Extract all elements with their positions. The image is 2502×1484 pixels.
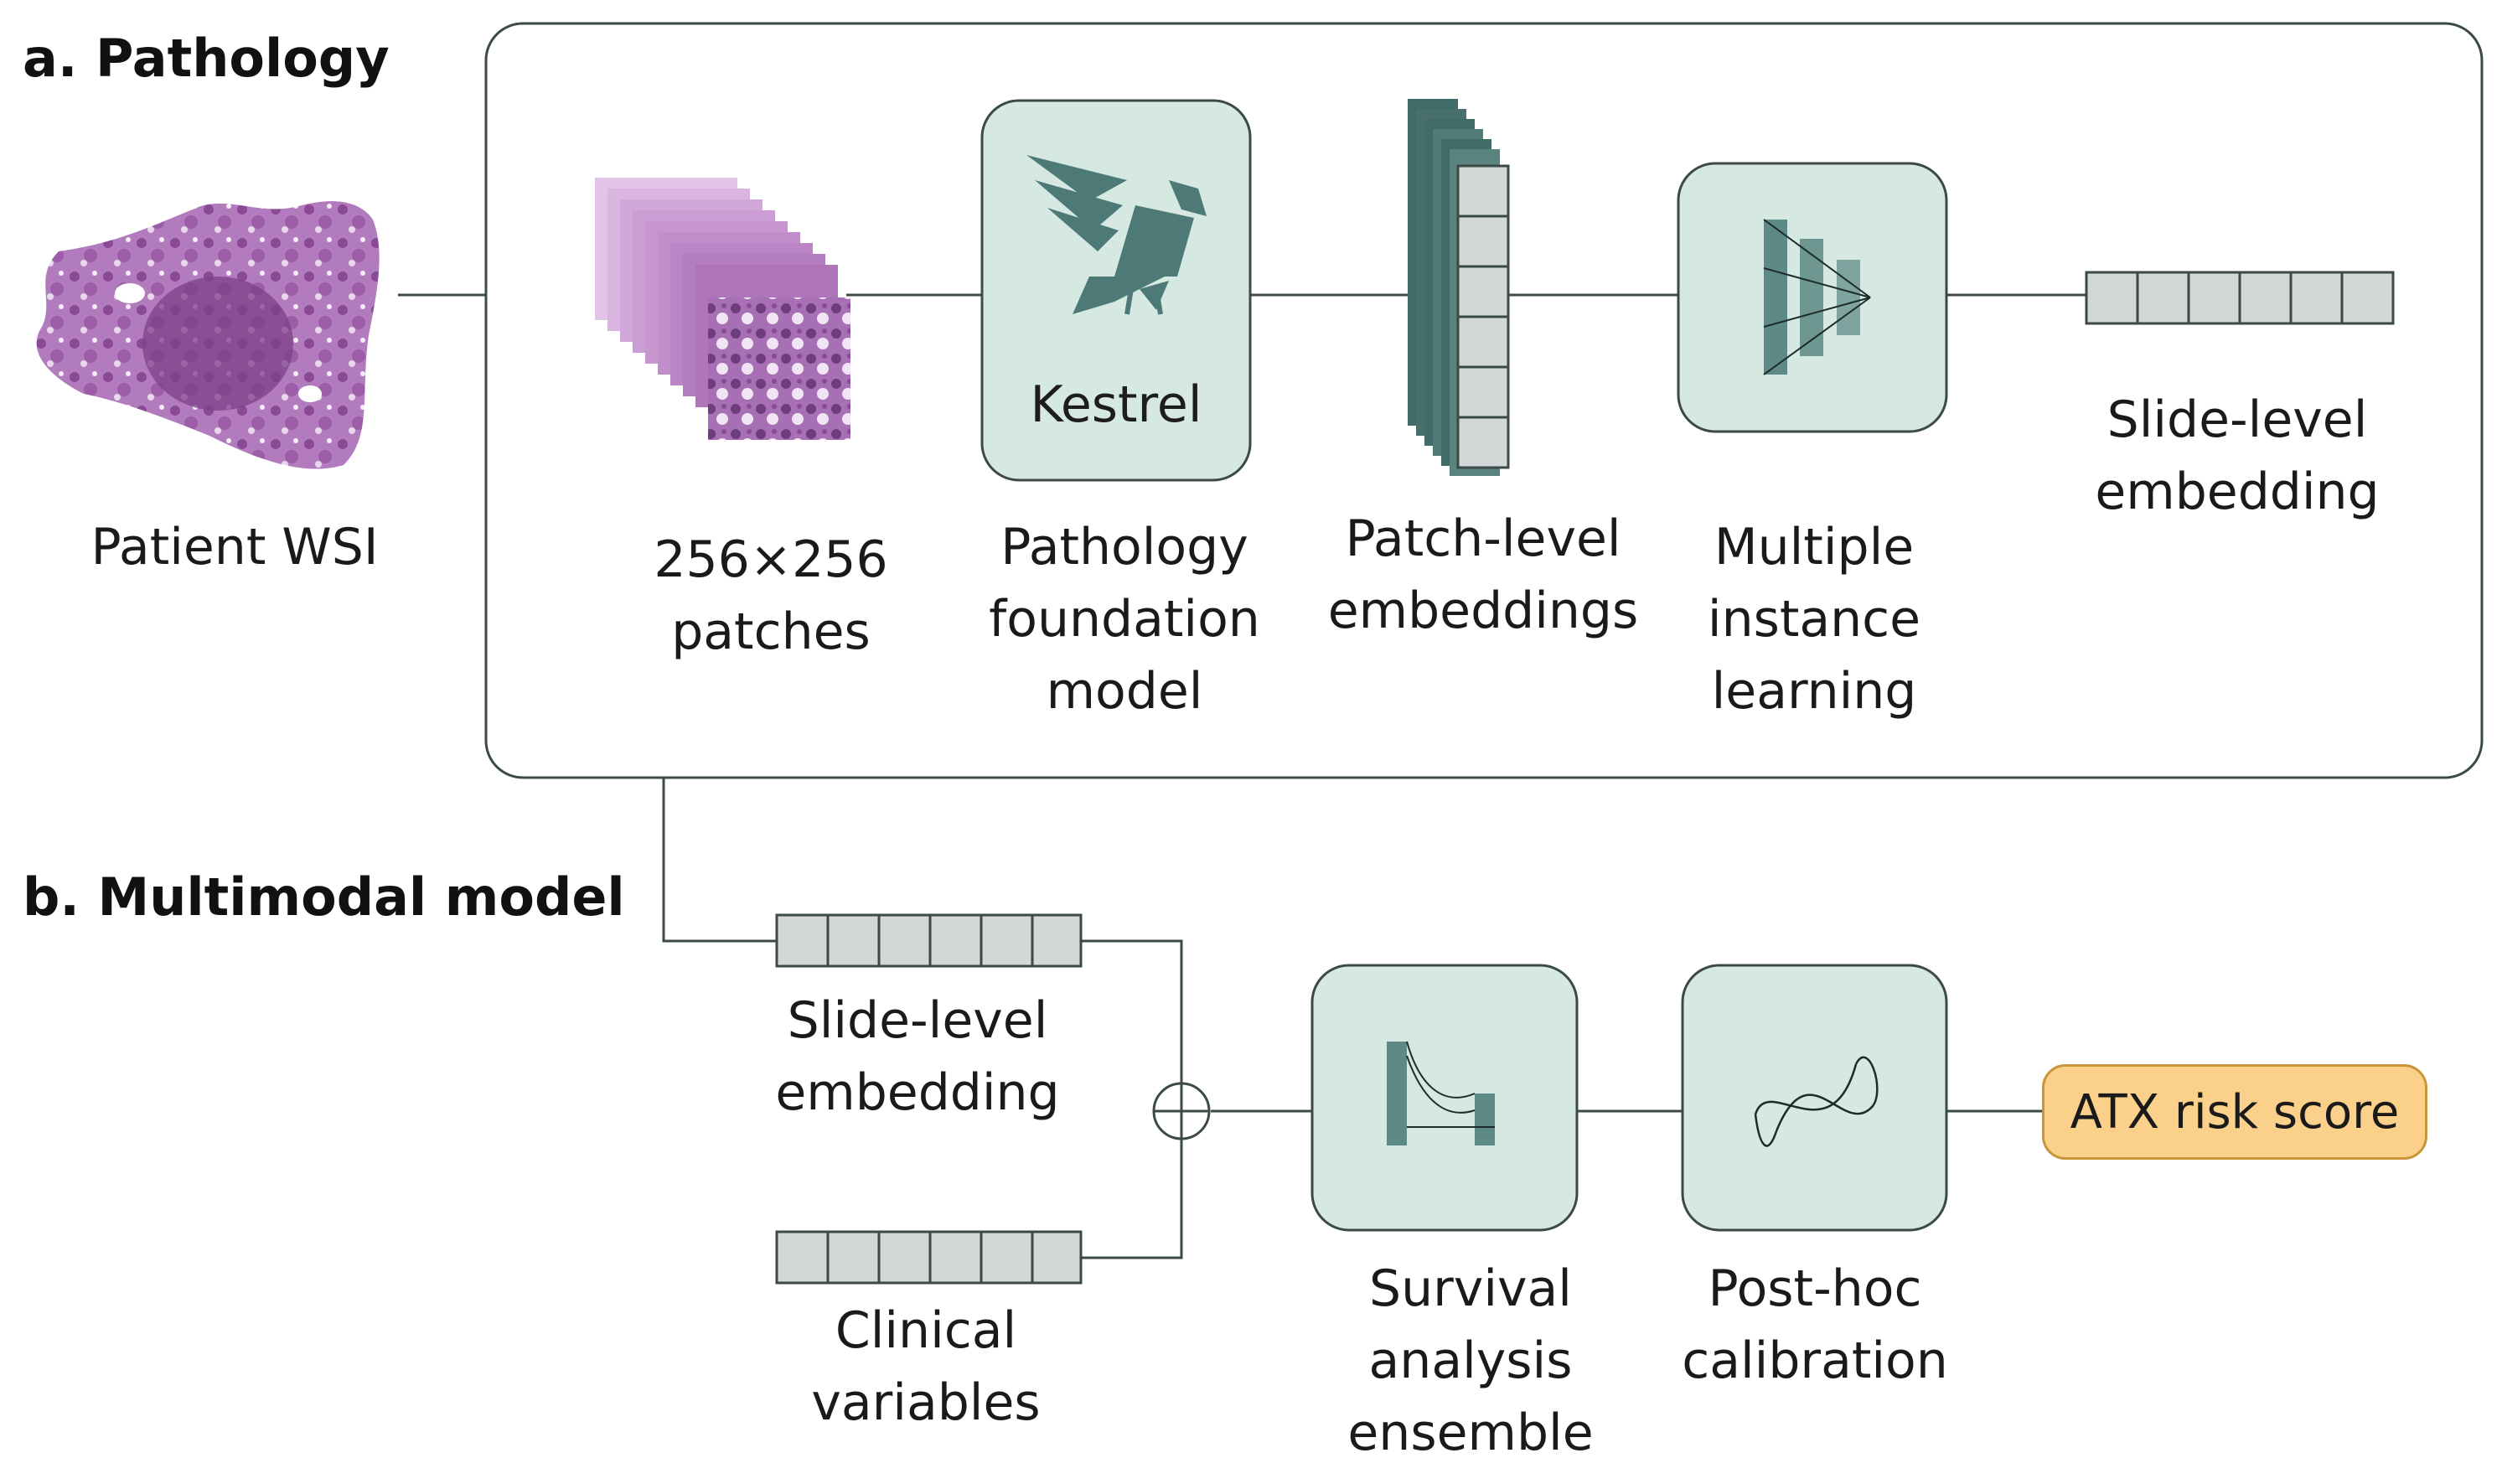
mil-pyramid-icon [1763,219,1871,375]
kestrel-bird-icon [1026,155,1207,315]
wsi-label: Patient WSI [90,518,379,577]
survival-curve-icon [1387,1041,1495,1145]
clinical-variables-vector [775,1230,1083,1285]
section-a-title: a. Pathology [23,28,390,89]
atx-risk-score-box: ATX risk score [2042,1064,2427,1160]
patch-embeddings-label: Patch-level embeddings [1327,509,1639,640]
clinical-variables-label: Clinical variables [811,1301,1041,1432]
slide-embedding-label-a: Slide-level embedding [2095,390,2380,521]
pathology-panel-frame [484,22,2484,779]
calibration-label: Post-hoc calibration [1682,1259,1948,1390]
kestrel-label: Kestrel [1030,375,1202,434]
patch-stack [595,178,850,440]
slide-embedding-label-b: Slide-level embedding [775,991,1060,1122]
mil-label: Multiple instance learning [1707,518,1921,721]
section-b-title: b. Multimodal model [23,866,625,928]
slide-embedding-vector-a [2085,271,2395,325]
calibration-box [1681,964,1948,1232]
patch-embedding-vector [1456,164,1510,469]
slide-embedding-vector-b [775,913,1083,968]
foundation-model-label: Pathology foundation model [989,518,1260,721]
circle-plus-icon [1152,1082,1211,1140]
wsi-hole [298,385,322,402]
wsi-hole [115,283,145,303]
calibration-curve-icon [1754,1056,1879,1147]
survival-label: Survival analysis ensemble [1347,1259,1594,1462]
wsi-dense-region [142,277,293,411]
patches-label: 256×256 patches [654,530,888,661]
survival-box [1310,964,1579,1232]
